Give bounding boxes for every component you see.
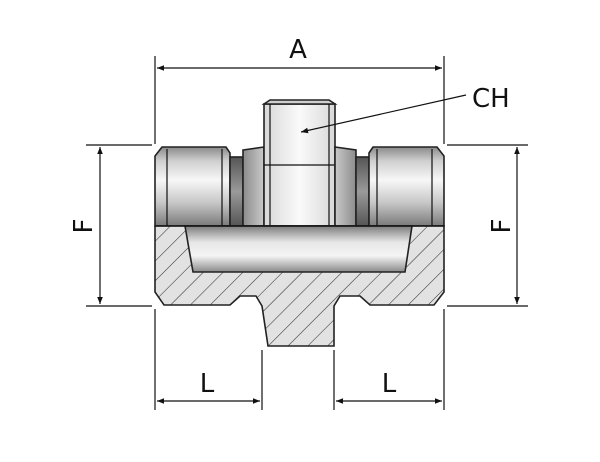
hex-body-right [334, 146, 357, 227]
dimension-lines [97, 65, 520, 404]
right-groove [355, 156, 370, 227]
right-thread-end [368, 146, 445, 227]
left-groove [229, 156, 244, 227]
hex-body [242, 146, 265, 227]
dimension-ch-label: CH [472, 84, 510, 114]
ch-leader-line [300, 94, 467, 134]
through-bore [184, 225, 413, 273]
dimension-l-right-label: L [382, 369, 397, 399]
extension-lines [86, 56, 528, 410]
cross-section [154, 225, 445, 347]
dimension-l-left-label: L [200, 369, 215, 399]
fitting-body [154, 99, 445, 227]
dimension-f-right-label: F [487, 219, 517, 234]
left-thread-end [154, 146, 231, 227]
dimension-f-left-label: F [69, 219, 99, 234]
dimension-a-label: A [289, 35, 307, 65]
